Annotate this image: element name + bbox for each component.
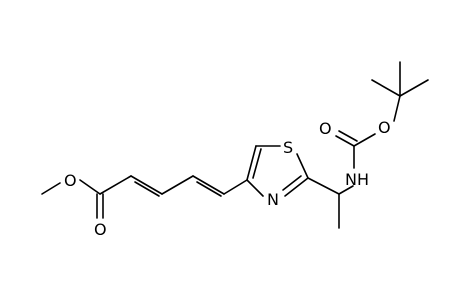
bond-ring-c4-c5: [246, 145, 257, 181]
carbamate-oxygen-label: O: [319, 119, 332, 138]
ether-oxygen-label: O: [378, 118, 391, 137]
bond-c2-ch: [307, 177, 340, 195]
bond-ring-n-c4: [246, 179, 264, 197]
bond-tbu-right: [399, 79, 429, 97]
bond-carbonyl-ether-o: [353, 133, 376, 147]
nitrogen-label: N: [267, 190, 279, 209]
bond-ring-c2-n-inner: [282, 175, 302, 191]
ester-oxygen-label: O: [64, 171, 77, 190]
bond-ring-c4-c5-inner: [252, 148, 262, 179]
bond-o-carbonyl-c: [79, 179, 101, 195]
bond-c2-c3-inner: [134, 181, 160, 197]
bond-ring-s-c2: [296, 153, 309, 179]
nh-label: NH: [345, 170, 369, 189]
carbonyl-oxygen-label: O: [94, 220, 107, 239]
bond-ether-o-tbu: [393, 95, 401, 122]
bond-c1-c2: [99, 175, 132, 195]
bond-ring-c2-n: [284, 177, 309, 197]
bond-ch-nh: [338, 185, 354, 195]
bond-c4-c5-inner: [196, 181, 222, 197]
bond-c2-c3: [130, 175, 163, 195]
bond-c4-c5: [192, 175, 225, 195]
bond-c3-c4: [161, 175, 194, 195]
sulfur-label: S: [283, 138, 293, 157]
bond-methyl-o: [41, 182, 61, 195]
bond-carbonyl-o-b: [338, 130, 358, 142]
bond-c5-ring: [223, 179, 248, 195]
bond-tbu-left: [371, 79, 401, 97]
bond-carbonyl-o-a: [335, 135, 355, 147]
